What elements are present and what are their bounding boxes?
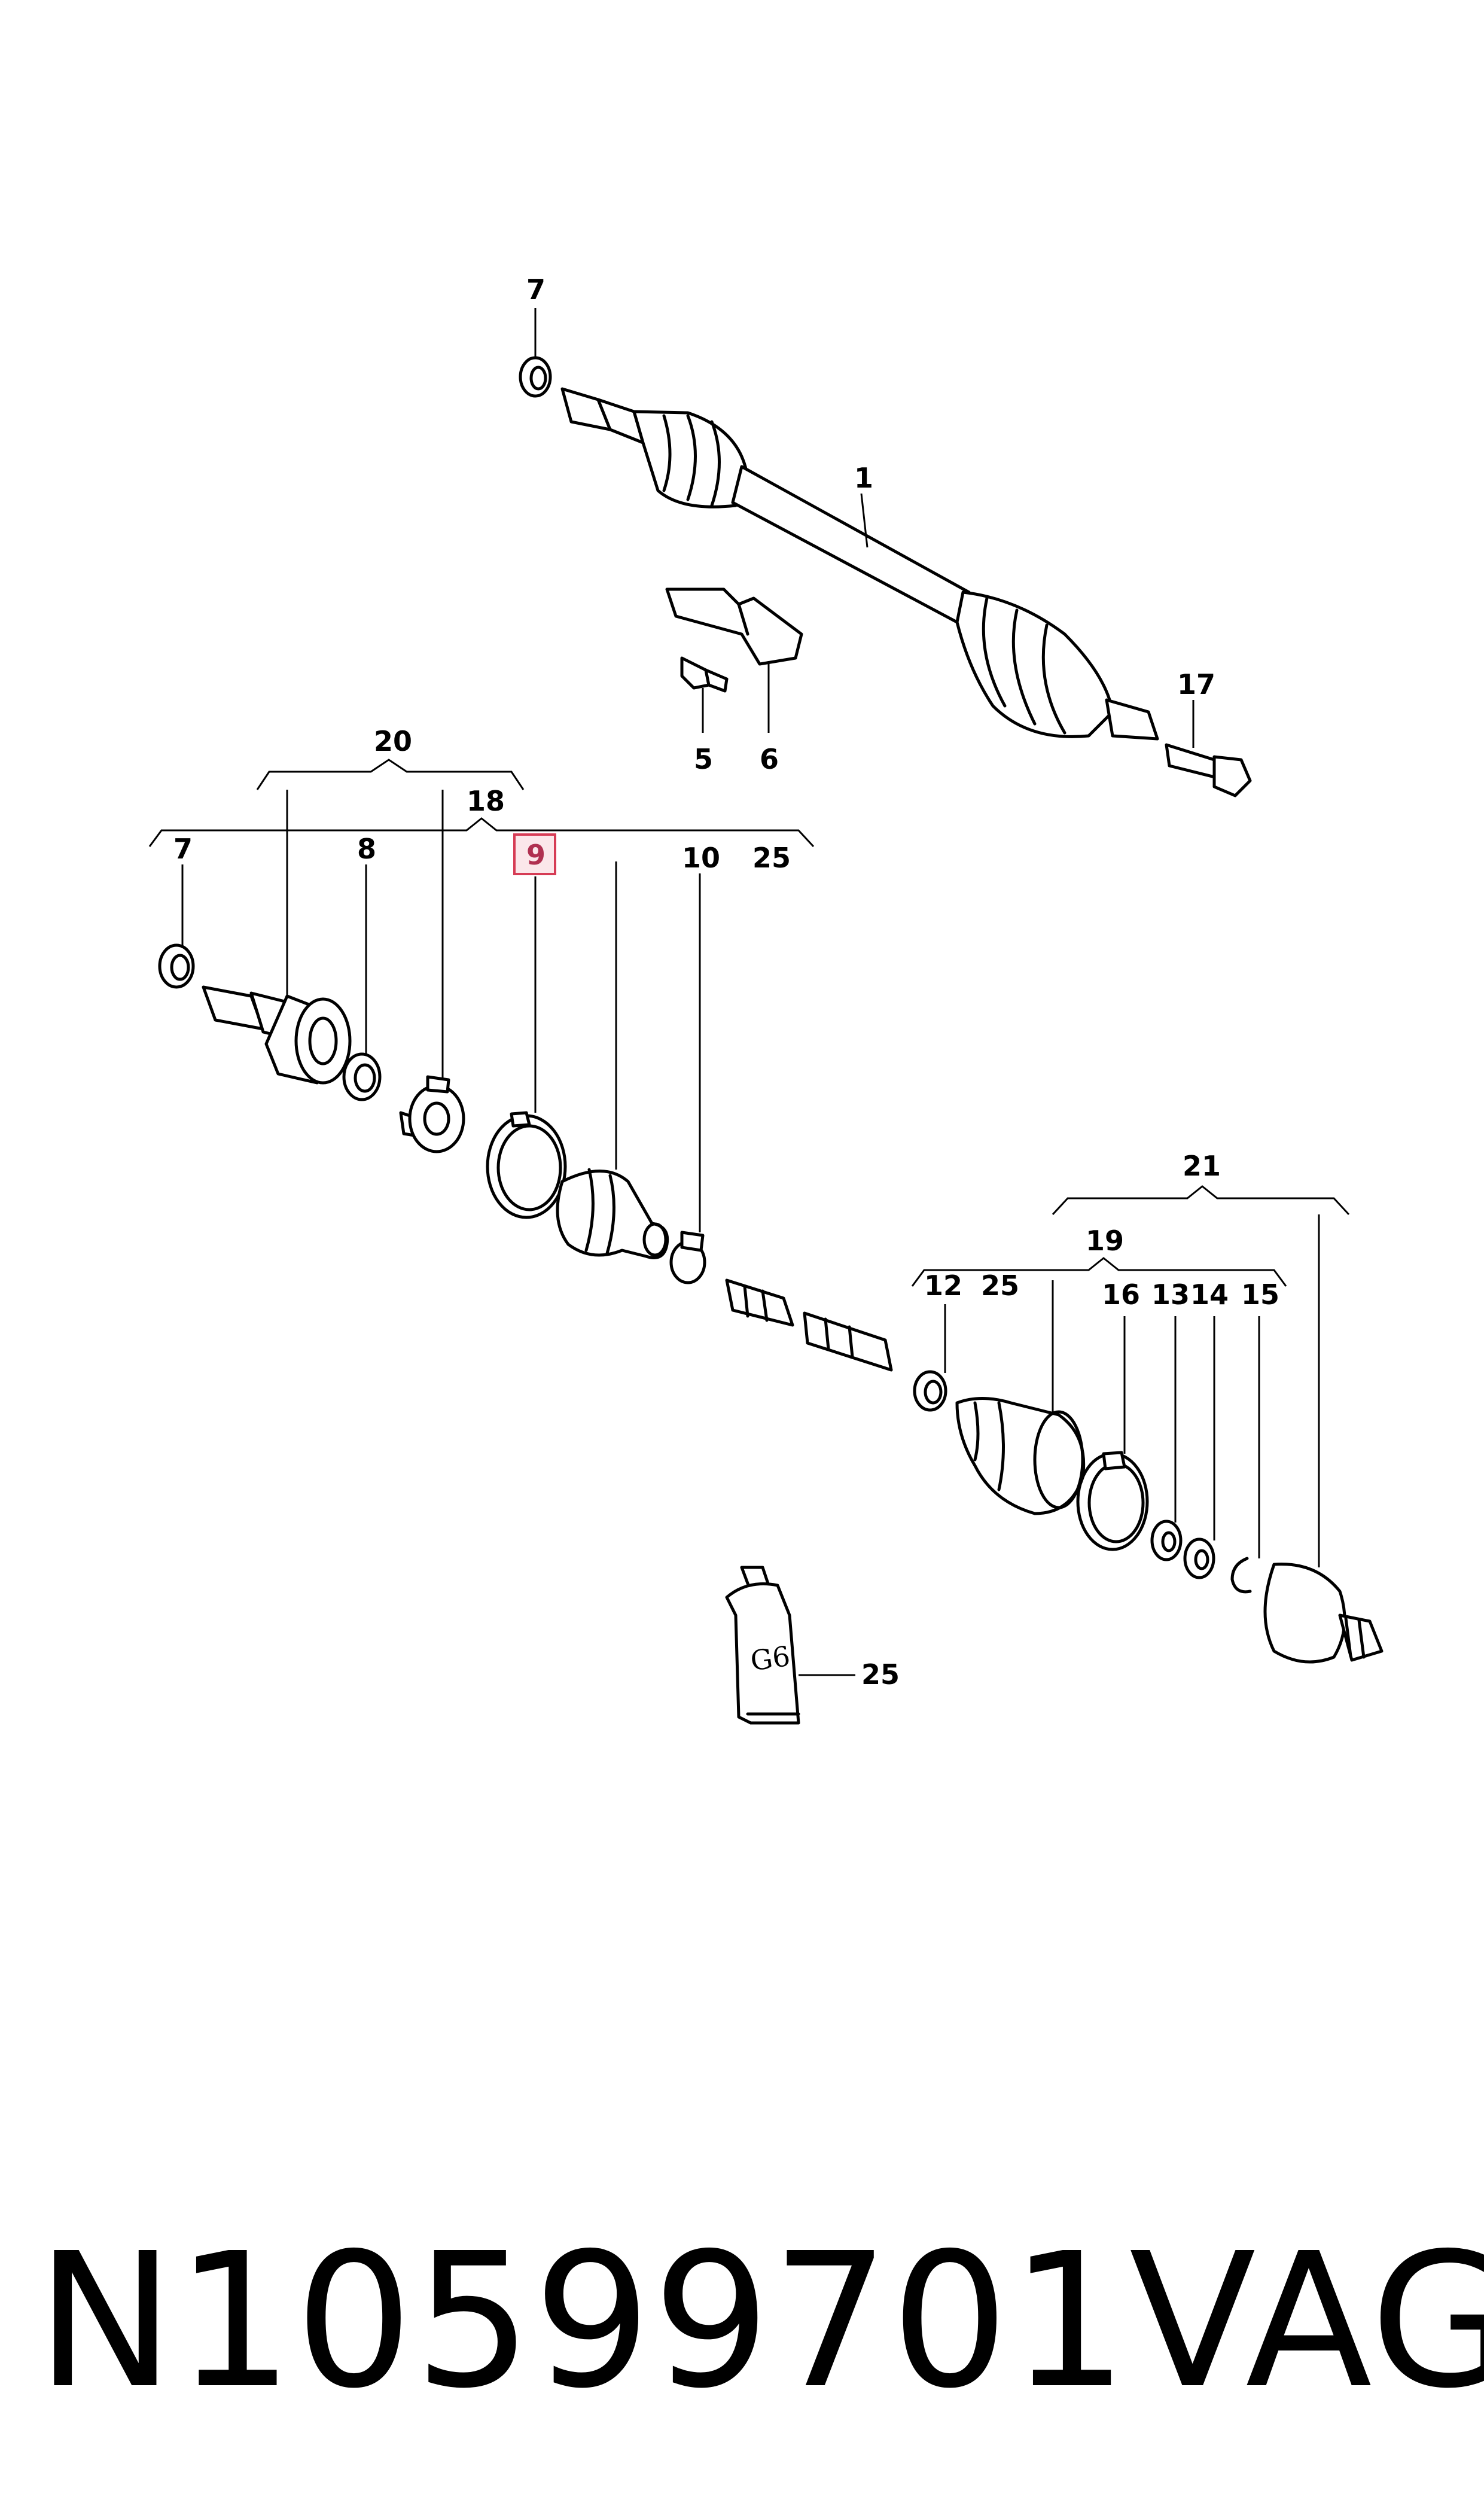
callout-8: 8 [357, 833, 376, 865]
callout-19: 19 [1086, 1225, 1124, 1257]
washer-13 [1150, 1520, 1183, 1561]
callout-14: 14 [1190, 1278, 1229, 1311]
callout-9-highlight [513, 833, 556, 875]
circlip-top [519, 356, 552, 398]
brand-name: VAG [1129, 2213, 1484, 2429]
callout-20: 20 [374, 725, 412, 757]
circlip-15 [1230, 1557, 1252, 1594]
bolt-5 [680, 656, 729, 693]
callout-17: 17 [1177, 668, 1215, 701]
callout-21: 21 [1183, 1150, 1221, 1182]
outer-cv-joint [1263, 1563, 1384, 1664]
callout-6: 6 [760, 743, 779, 775]
inner-boot [556, 1168, 669, 1259]
callout-25-mid: 25 [981, 1269, 1019, 1302]
callout-7: 7 [173, 833, 193, 865]
intermediate-shaft [725, 1278, 893, 1372]
callout-13: 13 [1151, 1278, 1190, 1311]
callout-10: 10 [682, 842, 720, 874]
leader-lines [148, 308, 1350, 1676]
grease-tube-label: G6 [748, 1640, 792, 1677]
washer-14 [1183, 1537, 1215, 1579]
clamp-16 [1076, 1451, 1149, 1551]
clamp-9 [486, 1111, 567, 1219]
part-number: N10599701 [36, 2213, 1129, 2429]
inner-joint-housing [202, 985, 352, 1085]
callout-16: 16 [1102, 1278, 1140, 1311]
callout-labels: 7 1 17 5 6 20 18 7 8 9 10 25 21 19 12 25… [173, 273, 1279, 1691]
circlip-lower [158, 943, 195, 989]
callout-25-tube: 25 [861, 1658, 900, 1691]
callout-18: 18 [467, 785, 505, 817]
callout-9: 9 [526, 839, 546, 871]
tripod-spider [399, 1075, 465, 1153]
callout-25-top: 25 [752, 842, 791, 874]
heat-shield [665, 587, 803, 666]
clamp-10 [669, 1231, 706, 1284]
circlip-12 [913, 1370, 947, 1412]
callout-15: 15 [1241, 1278, 1279, 1311]
footer: N10599701 VAG [36, 2213, 1484, 2429]
drive-shaft-assembly [519, 356, 1159, 741]
grease-tube: G6 [725, 1566, 800, 1725]
outer-boot [955, 1397, 1086, 1515]
callout-7-top: 7 [526, 273, 546, 306]
callout-5: 5 [694, 743, 713, 775]
bolt-17 [1165, 743, 1252, 797]
callout-1: 1 [854, 462, 873, 494]
callout-12: 12 [924, 1269, 962, 1302]
circlip-8 [342, 1052, 382, 1101]
